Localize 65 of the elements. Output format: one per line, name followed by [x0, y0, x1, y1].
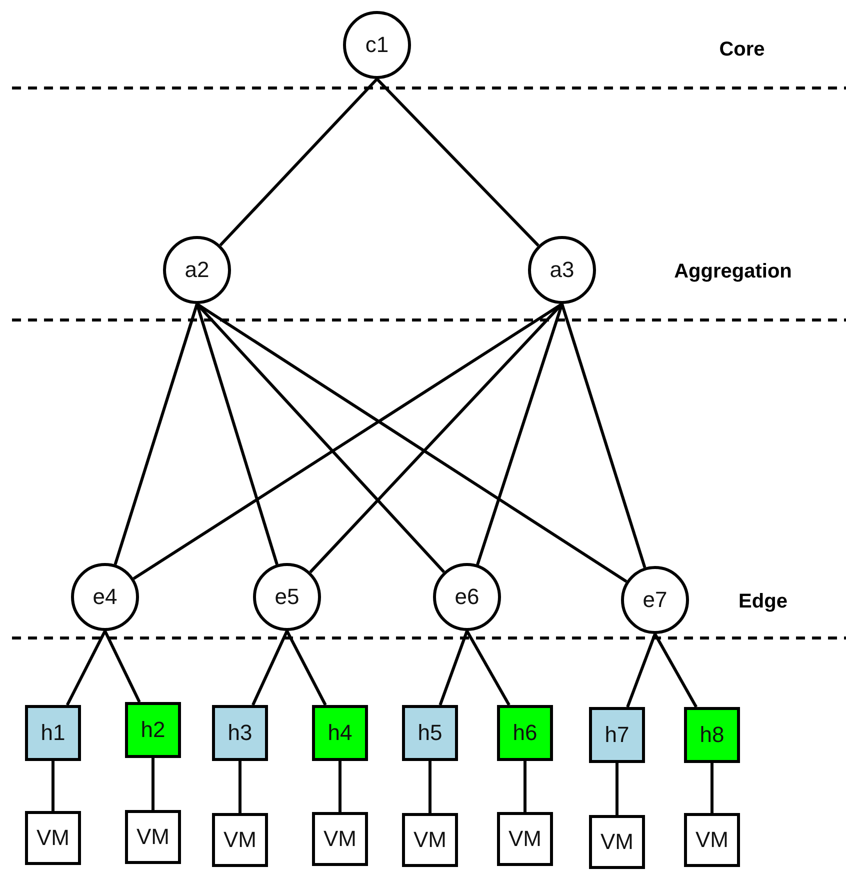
- link-line: [524, 761, 526, 812]
- link-line: [114, 304, 198, 565]
- vm-box: [684, 813, 740, 867]
- layer-label: Core: [719, 38, 765, 62]
- link-line: [238, 761, 242, 813]
- link-line: [219, 78, 378, 246]
- node-label: h4: [328, 720, 352, 746]
- host-box: [312, 705, 368, 761]
- vm-box: [402, 813, 458, 867]
- vm-box: [212, 813, 268, 867]
- link-line: [466, 630, 510, 706]
- node-label: h6: [512, 720, 538, 746]
- node-label: VM: [414, 827, 446, 853]
- link-line: [152, 758, 154, 810]
- layer-label: Aggregation: [674, 260, 792, 284]
- link-line: [560, 304, 646, 568]
- node-label: c1: [365, 32, 389, 58]
- node-label: h2: [140, 717, 166, 743]
- link-line: [196, 302, 628, 583]
- host-box: [684, 707, 740, 763]
- node-label: h1: [40, 720, 66, 746]
- vm-box: [497, 812, 553, 866]
- vm-box: [589, 815, 645, 869]
- link-line: [476, 304, 564, 566]
- node-label: h8: [700, 722, 724, 748]
- link-line: [376, 78, 540, 247]
- node-label: e5: [274, 584, 300, 610]
- host-box: [212, 705, 268, 761]
- link-line: [196, 304, 278, 565]
- node-label: e4: [92, 584, 118, 610]
- node-label: h3: [228, 720, 252, 746]
- layer-label: Edge: [738, 590, 788, 614]
- link-line: [654, 633, 698, 708]
- vm-box: [25, 811, 81, 865]
- link-line: [626, 633, 656, 708]
- link-line: [428, 761, 432, 813]
- node-label: VM: [600, 829, 634, 855]
- node-label: VM: [696, 827, 728, 853]
- node-label: a2: [184, 257, 210, 283]
- host-box: [125, 702, 181, 758]
- node-label: h7: [604, 722, 630, 748]
- link-line: [710, 763, 714, 813]
- node-label: h5: [418, 720, 442, 746]
- link-line: [438, 630, 468, 706]
- link-line: [52, 761, 54, 811]
- node-label: e7: [642, 587, 668, 613]
- host-box: [402, 705, 458, 761]
- node-label: VM: [136, 824, 170, 850]
- node-label: a3: [550, 257, 574, 283]
- link-line: [252, 630, 288, 706]
- link-line: [286, 630, 327, 706]
- host-box: [589, 707, 645, 763]
- node-label: VM: [224, 827, 256, 853]
- node-label: VM: [508, 826, 542, 852]
- node-label: VM: [324, 826, 356, 852]
- host-box: [25, 705, 81, 761]
- host-box: [497, 705, 553, 761]
- link-line: [338, 761, 342, 812]
- link-line: [616, 763, 618, 815]
- node-label: VM: [36, 825, 70, 851]
- vm-box: [312, 812, 368, 866]
- vm-box: [125, 810, 181, 864]
- link-line: [104, 630, 141, 703]
- node-label: e6: [454, 584, 480, 610]
- link-line: [66, 630, 106, 706]
